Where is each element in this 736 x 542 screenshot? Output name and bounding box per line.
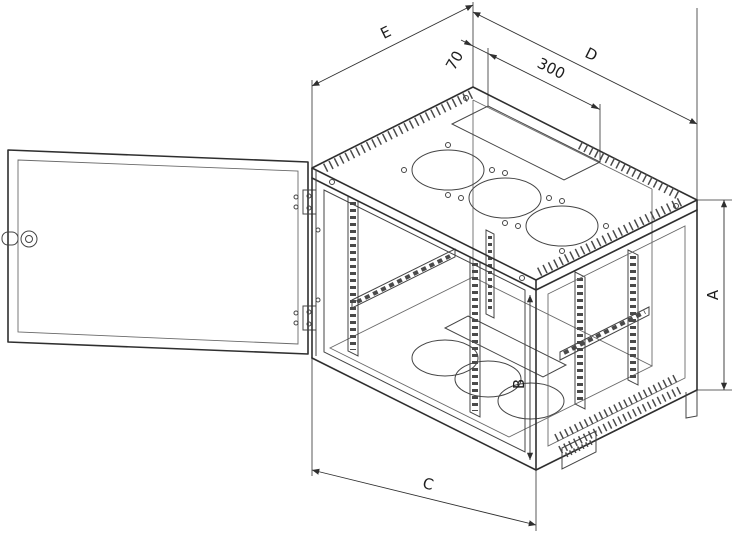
dimension-label-E: E — [378, 22, 395, 42]
support-slots — [563, 310, 646, 355]
lid-screw — [519, 275, 525, 281]
cabinet-door — [1, 149, 309, 355]
lid-screw — [329, 179, 335, 185]
interior-ceiling-edge — [472, 99, 653, 190]
dimension-line-D — [472, 11, 698, 125]
fan-bolt-hole — [445, 192, 451, 198]
lock-barrel — [20, 230, 38, 248]
hinge-bottom-bolt — [306, 321, 312, 327]
door-inner-frame — [17, 159, 299, 345]
fan-bolt-hole — [546, 195, 552, 201]
dimension-label-B: B — [510, 379, 528, 389]
hinge-top-bolt — [306, 193, 312, 199]
side-vent-slats — [554, 374, 678, 442]
bottom-front-edge — [311, 357, 537, 471]
lid-screw — [673, 203, 679, 209]
interior-floor-panel — [328, 276, 654, 438]
dimension-label-C: C — [421, 474, 435, 494]
lid-screw — [463, 95, 469, 101]
rack-rail-front-right — [469, 256, 481, 418]
lock-keyhole — [25, 235, 33, 243]
lid-fan-cutouts — [401, 142, 609, 254]
side-vent-slats — [558, 386, 682, 454]
lid-cable-cutout — [450, 105, 602, 181]
lid-vent-strip-right — [536, 196, 685, 277]
hinge-screw — [293, 204, 299, 210]
bracket-slots — [564, 439, 594, 458]
fan-bolt-hole — [401, 167, 407, 173]
hinge-top-bolt — [306, 205, 312, 211]
rack-rail-front-left — [347, 195, 359, 357]
fan-bolt-hole — [445, 142, 451, 148]
fan-bolt-hole — [515, 223, 521, 229]
frame-screw — [315, 227, 321, 233]
rack-rail-rear-left — [574, 271, 586, 410]
fan-cutout — [525, 205, 599, 247]
lid-vent-strip-back — [577, 140, 683, 201]
cabinet-interior — [328, 99, 654, 438]
fan-bolt-hole — [559, 198, 565, 204]
fan-bolt-hole — [603, 223, 609, 229]
mounting-bracket — [561, 430, 597, 470]
depth-support-left — [351, 248, 456, 309]
dimension-line-E — [311, 4, 474, 87]
arrowhead — [463, 39, 473, 46]
dimension-line-C — [311, 468, 537, 527]
door-lock-icon — [1, 230, 38, 248]
arrowhead — [488, 53, 498, 60]
lock-handle — [1, 231, 19, 246]
rear-cable-duct — [485, 229, 495, 319]
lid-vent-strip-left — [322, 89, 475, 173]
dimension-label-D: D — [582, 44, 600, 65]
arrowhead — [590, 103, 600, 110]
dimension-label-300: 300 — [534, 54, 568, 83]
fan-bolt-hole — [502, 170, 508, 176]
hinge-screw — [293, 310, 299, 316]
dimension-line-70-300 — [460, 39, 601, 110]
side-opening-frame — [547, 225, 686, 447]
rear-foot — [685, 390, 698, 419]
depth-support-right — [559, 306, 650, 361]
hinge-screw — [293, 320, 299, 326]
hinge-screw — [293, 194, 299, 200]
door-panel — [7, 149, 309, 355]
floor-cable-cutout — [443, 315, 568, 378]
floor-fan-cutout — [411, 339, 479, 377]
hinge-bottom-bolt — [306, 309, 312, 315]
floor-fan-cutout — [454, 360, 522, 398]
fan-bolt-hole — [559, 248, 565, 254]
fan-cutout — [468, 177, 542, 219]
dimension-label-70: 70 — [442, 48, 467, 74]
cabinet-body — [311, 86, 698, 471]
bottom-right-edge — [535, 389, 698, 471]
fan-bolt-hole — [502, 220, 508, 226]
rack-rail-rear-right — [627, 249, 639, 386]
frame-screw — [315, 297, 321, 303]
fan-cutout — [411, 149, 485, 191]
dimensions: E 70 300 D A B C — [311, 2, 732, 531]
dimension-label-A: A — [704, 289, 722, 300]
fan-bolt-hole — [489, 167, 495, 173]
lid-bevel-edge — [311, 177, 698, 291]
fan-bolt-hole — [458, 195, 464, 201]
top-lid-details — [322, 89, 685, 281]
front-opening-frame — [323, 189, 526, 453]
floor-fan-cutout — [497, 382, 565, 420]
